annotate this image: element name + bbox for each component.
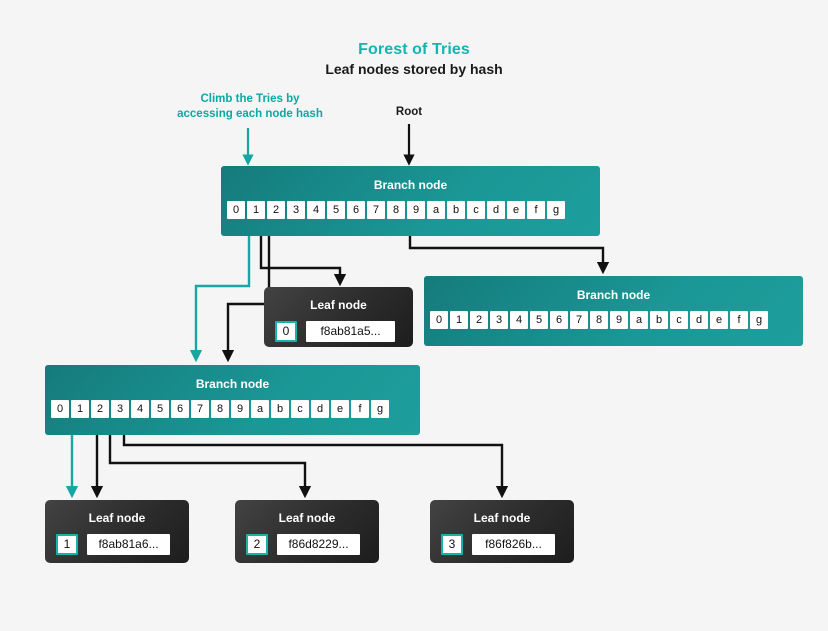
leaf-node-label: Leaf node [278, 511, 336, 525]
nibble-cell-0[interactable]: 0 [430, 311, 448, 329]
nibble-cell-0[interactable]: 0 [51, 400, 69, 418]
nibble-cell-g[interactable]: g [547, 201, 565, 219]
nibble-cell-1[interactable]: 1 [247, 201, 265, 219]
nibble-cell-5[interactable]: 5 [530, 311, 548, 329]
annotation-root: Root [395, 106, 423, 118]
nibble-cell-b[interactable]: b [650, 311, 668, 329]
nibble-cell-d[interactable]: d [487, 201, 505, 219]
leaf-node-one[interactable]: Leaf node 1 f8ab81a6... [45, 500, 189, 563]
nibble-cell-d[interactable]: d [690, 311, 708, 329]
leaf-node-top[interactable]: Leaf node 0 f8ab81a5... [264, 287, 413, 347]
nibble-cell-a[interactable]: a [251, 400, 269, 418]
leaf-node-label: Leaf node [473, 511, 531, 525]
nibble-cell-b[interactable]: b [271, 400, 289, 418]
nibble-cell-f[interactable]: f [527, 201, 545, 219]
nibble-cell-3[interactable]: 3 [287, 201, 305, 219]
branch-node-label: Branch node [195, 377, 270, 391]
page-subtitle: Leaf nodes stored by hash [325, 61, 503, 77]
nibble-cell-7[interactable]: 7 [570, 311, 588, 329]
leaf-node-row: 3 f86f826b... [430, 534, 574, 555]
nibble-cell-3[interactable]: 3 [111, 400, 129, 418]
nibble-cell-c[interactable]: c [291, 400, 309, 418]
nibble-cell-b[interactable]: b [447, 201, 465, 219]
nibble-cell-6[interactable]: 6 [171, 400, 189, 418]
leaf-hash: f86d8229... [277, 534, 360, 555]
leaf-node-label: Leaf node [88, 511, 146, 525]
nibble-cell-9[interactable]: 9 [610, 311, 628, 329]
nibble-cell-2[interactable]: 2 [91, 400, 109, 418]
nibble-cell-c[interactable]: c [670, 311, 688, 329]
annotation-climb-tries: Climb the Tries by accessing each node h… [177, 93, 323, 120]
nibble-cell-d[interactable]: d [311, 400, 329, 418]
nibble-cell-g[interactable]: g [371, 400, 389, 418]
nibble-cell-1[interactable]: 1 [450, 311, 468, 329]
leaf-node-row: 1 f8ab81a6... [45, 534, 189, 555]
nibble-cell-e[interactable]: e [331, 400, 349, 418]
nibble-cell-f[interactable]: f [351, 400, 369, 418]
leaf-node-three[interactable]: Leaf node 3 f86f826b... [430, 500, 574, 563]
nibble-cell-g[interactable]: g [750, 311, 768, 329]
nibble-cell-2[interactable]: 2 [470, 311, 488, 329]
nibble-cell-6[interactable]: 6 [347, 201, 365, 219]
nibble-cell-5[interactable]: 5 [327, 201, 345, 219]
nibble-cell-e[interactable]: e [710, 311, 728, 329]
nibble-cell-1[interactable]: 1 [71, 400, 89, 418]
leaf-nibble: 0 [275, 321, 297, 342]
leaf-hash: f86f826b... [472, 534, 555, 555]
nibble-cell-0[interactable]: 0 [227, 201, 245, 219]
leaf-node-row: 2 f86d8229... [235, 534, 379, 555]
leaf-hash: f8ab81a6... [87, 534, 170, 555]
leaf-node-label: Leaf node [310, 298, 367, 312]
leaf-node-row: 0 f8ab81a5... [264, 321, 413, 342]
branch-node-label: Branch node [576, 288, 651, 302]
leaf-nibble: 3 [441, 534, 463, 555]
nibble-cell-a[interactable]: a [427, 201, 445, 219]
page-title: Forest of Tries [358, 41, 470, 58]
nibble-cell-7[interactable]: 7 [367, 201, 385, 219]
leaf-node-two[interactable]: Leaf node 2 f86d8229... [235, 500, 379, 563]
leaf-nibble: 2 [246, 534, 268, 555]
nibble-cell-a[interactable]: a [630, 311, 648, 329]
nibble-cell-9[interactable]: 9 [407, 201, 425, 219]
nibble-cell-6[interactable]: 6 [550, 311, 568, 329]
nibble-cell-4[interactable]: 4 [510, 311, 528, 329]
nibble-cell-e[interactable]: e [507, 201, 525, 219]
nibble-cell-4[interactable]: 4 [307, 201, 325, 219]
nibble-cell-5[interactable]: 5 [151, 400, 169, 418]
nibble-cell-9[interactable]: 9 [231, 400, 249, 418]
nibble-cell-7[interactable]: 7 [191, 400, 209, 418]
branch-node-label: Branch node [373, 178, 448, 192]
nibble-cell-3[interactable]: 3 [490, 311, 508, 329]
nibble-cell-8[interactable]: 8 [590, 311, 608, 329]
nibble-cell-8[interactable]: 8 [211, 400, 229, 418]
wire-root1-to-midbranch [221, 222, 271, 363]
nibble-cell-c[interactable]: c [467, 201, 485, 219]
nibble-cell-8[interactable]: 8 [387, 201, 405, 219]
nibble-cell-2[interactable]: 2 [267, 201, 285, 219]
leaf-nibble: 1 [56, 534, 78, 555]
leaf-hash: f8ab81a5... [306, 321, 395, 342]
wire-root0-to-midbranch [189, 222, 251, 363]
nibble-cell-f[interactable]: f [730, 311, 748, 329]
nibble-cell-4[interactable]: 4 [131, 400, 149, 418]
